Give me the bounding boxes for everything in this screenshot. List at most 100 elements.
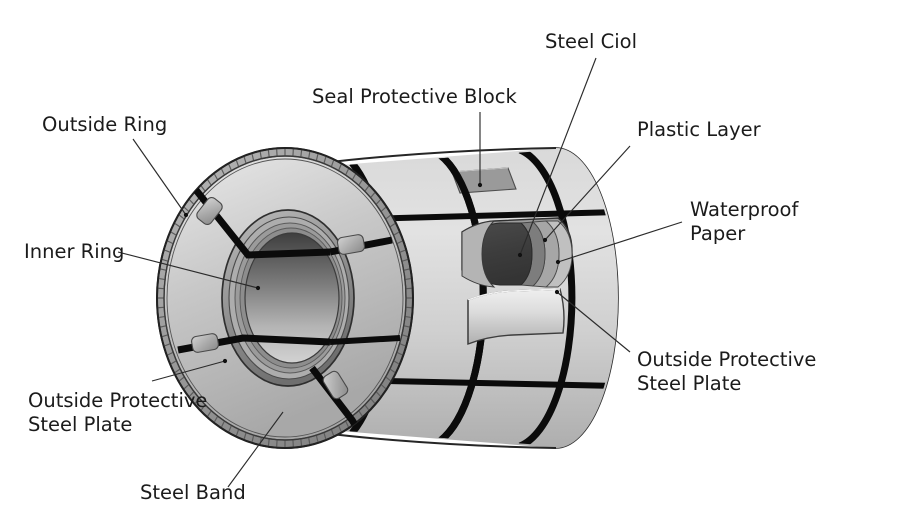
- outside-ring-tick: [358, 179, 363, 186]
- outside-ring-tick: [338, 164, 342, 171]
- label-plastic-layer: Plastic Layer: [637, 118, 762, 141]
- coil-front-face: [156, 147, 414, 449]
- dot-seal-block: [477, 182, 483, 188]
- outside-ring-tick: [183, 384, 189, 390]
- band-buckles: [191, 196, 366, 400]
- outside-ring-tick: [164, 343, 171, 347]
- outside-ring-tick: [162, 334, 168, 338]
- leader-osp-left: [151, 360, 226, 382]
- outside-ring-tick: [323, 432, 327, 440]
- leader-outside-ring: [132, 138, 187, 216]
- outside-ring-tick: [323, 156, 327, 164]
- outside-ring-tick: [405, 277, 411, 280]
- label-line: Seal Protective Block: [312, 85, 517, 108]
- dot-steel-coil: [517, 252, 523, 258]
- outside-ring-tick: [159, 316, 165, 319]
- outside-ring-tick: [399, 249, 406, 253]
- outside-ring-tick: [404, 325, 410, 328]
- outside-ring-tick: [402, 334, 408, 338]
- seal-protective-block: [451, 167, 517, 194]
- label-inner-ring: Inner Ring: [24, 240, 124, 263]
- outside-ring-tick: [405, 316, 411, 319]
- outside-ring-tick: [200, 404, 206, 411]
- outside-ring-tick: [243, 432, 247, 440]
- outside-ring-tick: [393, 360, 400, 365]
- coil-bore: [244, 232, 340, 364]
- callout-dots: [183, 182, 561, 364]
- outside-ring-tick: [358, 410, 363, 417]
- outside-ring-tick: [207, 179, 212, 186]
- outside-ring-tick: [389, 223, 396, 228]
- label-steel-band: Steel Band: [140, 481, 246, 504]
- outside-ring-tick: [393, 231, 400, 236]
- outside-ring-tick: [399, 343, 406, 347]
- outside-ring-tick: [213, 416, 219, 423]
- outside-ring-tick: [207, 410, 212, 417]
- outside-ring-tick: [179, 214, 185, 220]
- outside-ring-tick: [251, 153, 255, 161]
- label-line: Plastic Layer: [637, 118, 762, 141]
- outside-ring-tick: [375, 199, 381, 205]
- label-line: Outside Protective: [28, 389, 207, 412]
- label-seal-protective-block: Seal Protective Block: [312, 85, 517, 108]
- outside-ring-tick: [170, 231, 177, 236]
- outside-ring-tick: [345, 168, 350, 175]
- band-buckle-3: [191, 333, 219, 353]
- outside-ring-tick: [338, 425, 342, 432]
- outside-ring-tick: [370, 398, 376, 404]
- dot-inner-ring: [255, 285, 261, 291]
- outside-ring-tick: [381, 384, 387, 390]
- outside-ring-tick: [167, 352, 174, 356]
- band-buckle-1: [196, 196, 223, 226]
- outside-ring-tick: [200, 185, 206, 192]
- outside-protective-steel-plate-curved: [467, 288, 565, 346]
- outside-ring-tick: [330, 160, 335, 167]
- outside-ring-tick: [220, 168, 225, 175]
- outside-ring-tick: [267, 439, 270, 446]
- outside-ring-tick: [235, 429, 240, 436]
- label-line: Outside Ring: [42, 113, 167, 136]
- outside-ring-tick: [243, 156, 247, 164]
- label-line: Outside Protective: [637, 348, 816, 371]
- outside-ring-tick: [300, 150, 303, 157]
- outside-ring-tick: [213, 173, 219, 180]
- outside-ring-tick: [385, 376, 391, 382]
- outside-ring-tick: [315, 153, 319, 161]
- label-line: Steel Plate: [28, 413, 132, 436]
- outside-ring-tick: [381, 206, 387, 212]
- leader-lines: [117, 57, 683, 488]
- dot-outside-ring: [183, 212, 189, 218]
- leader-inner-ring: [117, 251, 259, 289]
- radial-band-mid-right: [329, 335, 401, 345]
- outside-ring-tick: [308, 151, 311, 159]
- outside-ring-tick: [396, 240, 403, 244]
- outside-ring-tick: [404, 268, 410, 271]
- outside-ring-tick: [259, 151, 262, 159]
- band-buckle-2: [336, 234, 366, 255]
- outside-ring-tick: [402, 258, 408, 262]
- outside-ring-tick: [228, 425, 232, 432]
- outside-ring-tick: [159, 277, 165, 280]
- outside-ring-tick: [300, 439, 303, 446]
- cutaway-window: [461, 217, 573, 288]
- label-outside-ring: Outside Ring: [42, 113, 167, 136]
- dot-osp-right: [554, 289, 560, 295]
- outside-ring-tick: [160, 325, 166, 328]
- outside-ring-tick: [167, 240, 174, 244]
- outside-ring-tick: [174, 368, 181, 373]
- outside-ring-tick: [179, 376, 185, 382]
- dot-osp-left: [222, 358, 228, 364]
- outside-ring-tick: [220, 421, 225, 428]
- dot-plastic-layer: [542, 237, 548, 243]
- leader-waterproof-paper: [557, 221, 683, 263]
- leader-steel-coil: [519, 57, 597, 256]
- circ-band-3: [518, 150, 576, 446]
- outside-ring-tick: [251, 435, 255, 443]
- outside-ring-tick: [189, 391, 195, 397]
- label-line: Paper: [690, 222, 746, 245]
